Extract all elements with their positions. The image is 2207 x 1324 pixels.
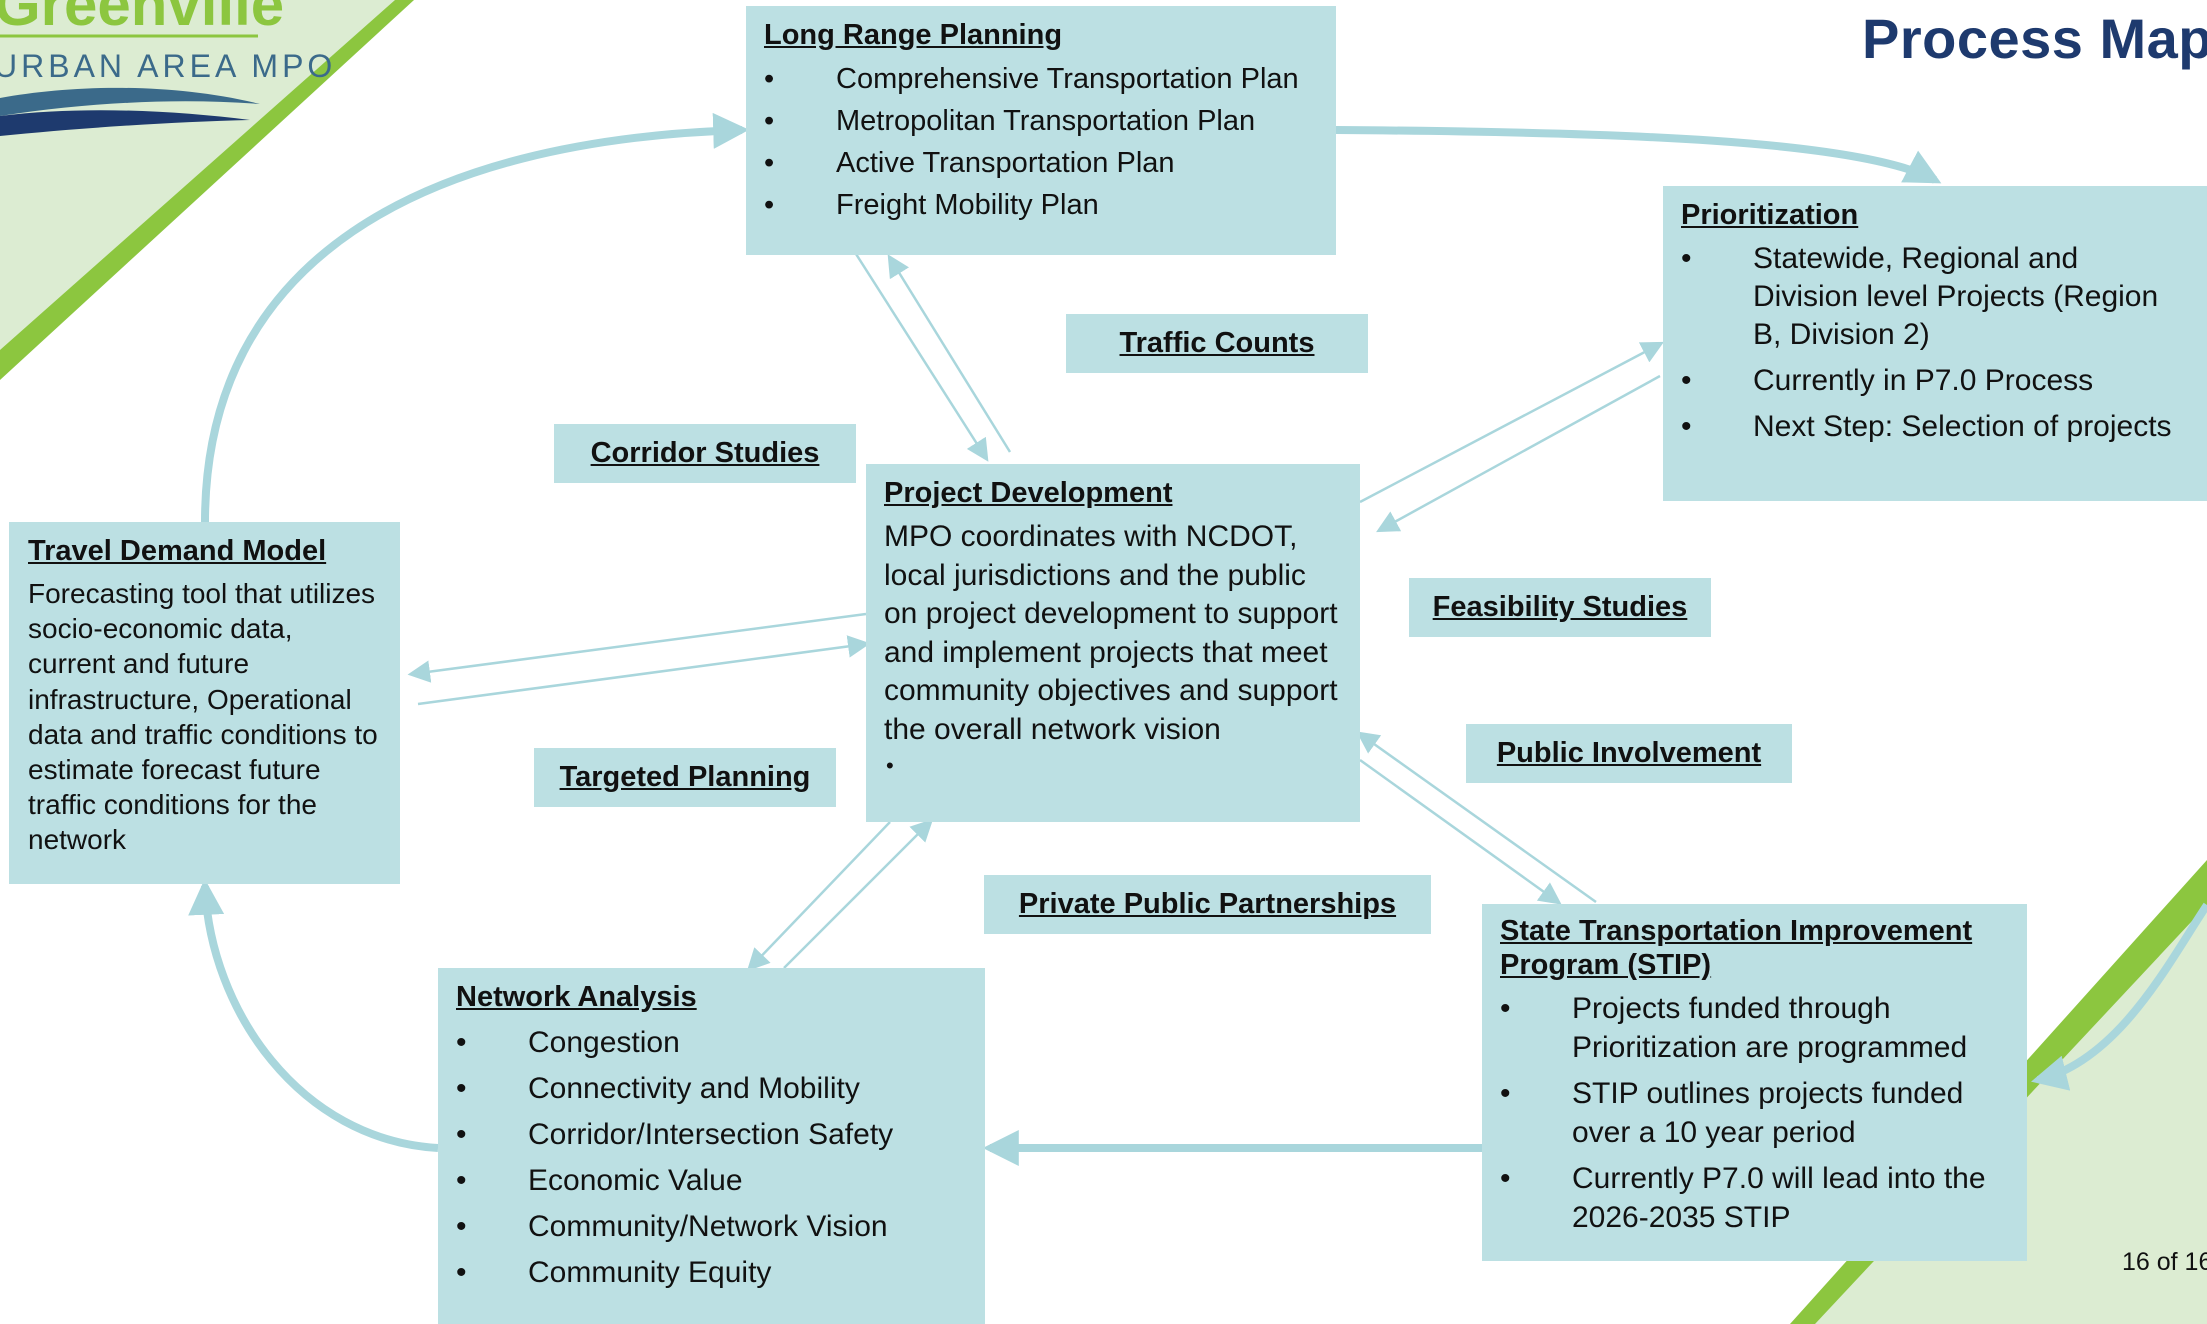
node-title: Network Analysis [456, 981, 697, 1013]
node-project-development: Project Development MPO coordinates with… [866, 464, 1360, 822]
label-corridor-studies: Corridor Studies [554, 424, 856, 483]
node-list: Statewide, Regional and Division level P… [1681, 240, 2189, 446]
node-body: MPO coordinates with NCDOT, local jurisd… [884, 520, 1338, 746]
label-traffic-counts: Traffic Counts [1066, 314, 1368, 373]
list-item: Corridor/Intersection Safety [456, 1112, 967, 1158]
node-body: Forecasting tool that utilizes socio-eco… [28, 578, 378, 856]
list-item: Active Transportation Plan [764, 142, 1318, 184]
list-item: Statewide, Regional and Division level P… [1681, 240, 2189, 354]
arrow-pd-to-tdm [407, 612, 867, 683]
list-item: Freight Mobility Plan [764, 184, 1318, 226]
node-title: State Transportation Improvement Program… [1500, 915, 1973, 981]
arrow-lrp-to-prioritization [1335, 126, 1942, 184]
list-item: Congestion [456, 1020, 967, 1066]
arrow-prioritization-to-pd [1376, 374, 1661, 533]
node-long-range-planning: Long Range Planning Comprehensive Transp… [746, 6, 1336, 255]
node-list: Congestion Connectivity and Mobility Cor… [456, 1020, 967, 1296]
list-item: Community Equity [456, 1250, 967, 1296]
arrow-pd-to-lrp [887, 254, 1012, 453]
arrow-pd-to-stip [1359, 758, 1562, 905]
arrow-network-to-pd [783, 818, 934, 969]
page-number: 16 of 16 [2122, 1248, 2207, 1276]
node-list: Comprehensive Transportation Plan Metrop… [764, 58, 1318, 226]
node-title: Project Development [884, 477, 1173, 509]
project-development-arrows [407, 253, 1664, 972]
list-item: Currently in P7.0 Process [1681, 362, 2189, 400]
page-title: Process Map [1862, 7, 2207, 70]
list-item: Community/Network Vision [456, 1204, 967, 1250]
list-item: Next Step: Selection of projects [1681, 408, 2189, 446]
node-trailing-bullet: • [886, 753, 894, 778]
list-item: Connectivity and Mobility [456, 1066, 967, 1112]
node-travel-demand-model: Travel Demand Model Forecasting tool tha… [9, 522, 400, 884]
list-item: STIP outlines projects funded over a 10 … [1500, 1075, 2009, 1152]
list-item: Comprehensive Transportation Plan [764, 58, 1318, 100]
label-targeted-planning: Targeted Planning [534, 748, 836, 807]
arrow-lrp-to-pd [854, 253, 989, 462]
arrow-tdm-to-pd [417, 635, 871, 706]
logo-subtitle: URBAN AREA MPO [0, 48, 337, 84]
arrow-tdm-to-lrp [201, 112, 750, 523]
node-network-analysis: Network Analysis Congestion Connectivity… [438, 968, 985, 1324]
label-private-public-partnerships: Private Public Partnerships [984, 875, 1431, 934]
outer-cycle-arrows [188, 112, 2207, 1166]
label-public-involvement: Public Involvement [1466, 724, 1792, 783]
list-item: Projects funded through Prioritization a… [1500, 990, 2009, 1067]
list-item: Economic Value [456, 1158, 967, 1204]
node-prioritization: Prioritization Statewide, Regional and D… [1663, 186, 2207, 501]
logo-wave-icon [0, 87, 260, 136]
arrow-stip-to-pd [1356, 731, 1597, 904]
node-title: Travel Demand Model [28, 535, 327, 567]
node-title: Prioritization [1681, 199, 1859, 231]
node-stip: State Transportation Improvement Program… [1482, 904, 2027, 1261]
arrow-pd-to-prioritization [1359, 341, 1664, 504]
arrow-network-to-tdm [188, 878, 439, 1152]
list-item: Currently P7.0 will lead into the 2026-2… [1500, 1160, 2009, 1237]
list-item: Metropolitan Transportation Plan [764, 100, 1318, 142]
logo-wordmark: Greenville [0, 0, 285, 38]
node-list: Projects funded through Prioritization a… [1500, 990, 2009, 1237]
arrow-pd-to-network [746, 821, 891, 972]
arrow-right-edge-to-stip [2031, 902, 2207, 1091]
node-title: Long Range Planning [764, 19, 1063, 51]
label-feasibility-studies: Feasibility Studies [1409, 578, 1711, 637]
